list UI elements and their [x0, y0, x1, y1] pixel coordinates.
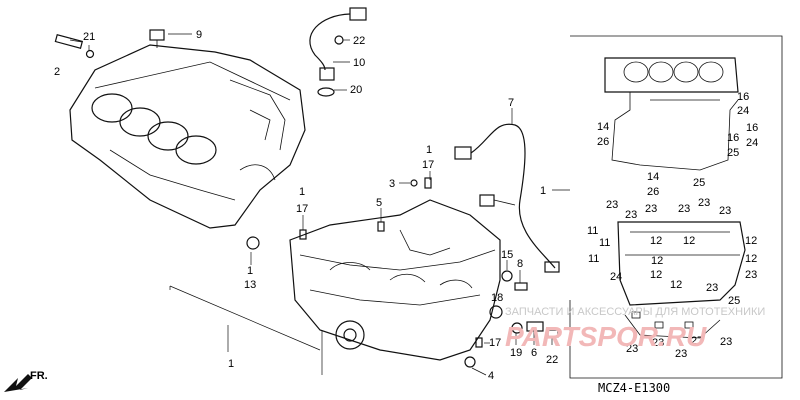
callout: 11: [587, 225, 598, 237]
callout: 17: [296, 203, 308, 215]
watermark-brand: PARTSPOR.RU: [505, 321, 707, 352]
callout: 12: [745, 235, 757, 247]
callout: 23: [626, 343, 638, 355]
callout: 23: [745, 269, 757, 281]
callout: 16: [727, 132, 739, 144]
callout: 21: [83, 31, 95, 43]
callout: 14: [647, 171, 659, 183]
small-parts: [246, 177, 559, 368]
callout: 7: [508, 97, 514, 109]
callout: 23: [652, 337, 664, 349]
wire-harness-7: [454, 123, 560, 273]
callout: 17: [489, 337, 501, 349]
callout: 23: [645, 203, 657, 215]
callout: 25: [727, 147, 739, 159]
callout: 24: [737, 105, 749, 117]
front-arrow-icon: [4, 374, 32, 392]
callout-labels: 2 21 9 22 10 20 7 1 17 3 1 17 5 1 13 1 1…: [54, 29, 758, 382]
callout: 12: [651, 255, 663, 267]
callout: 1: [426, 144, 432, 156]
callout: 27: [691, 335, 703, 347]
callout: 23: [678, 203, 690, 215]
callout: 5: [376, 197, 382, 209]
callout: 26: [597, 136, 609, 148]
callout: 24: [746, 137, 758, 149]
callout: 23: [719, 205, 731, 217]
callout: 15: [501, 249, 513, 261]
sensor-9: [149, 29, 165, 48]
callout: 13: [244, 279, 256, 291]
callout: 12: [670, 279, 682, 291]
tightening-pattern-upper: [604, 57, 739, 171]
callout: 23: [706, 282, 718, 294]
callout: 23: [675, 348, 687, 360]
lower-crankcase: [289, 199, 501, 361]
callout: 1: [540, 185, 546, 197]
callout: 9: [196, 29, 202, 41]
callout: 23: [606, 199, 618, 211]
callout: 12: [650, 235, 662, 247]
upper-crankcase: [69, 44, 306, 229]
front-label: FR.: [30, 370, 48, 382]
callout: 25: [693, 177, 705, 189]
callout: 23: [698, 197, 710, 209]
callout: 16: [737, 91, 749, 103]
callout: 6: [531, 347, 537, 359]
callout: 26: [647, 186, 659, 198]
callout: 14: [597, 121, 609, 133]
callout: 19: [510, 347, 522, 359]
callout: 1: [228, 358, 234, 370]
callout: 11: [588, 253, 599, 265]
callout: 12: [650, 269, 662, 281]
callout: 20: [350, 84, 362, 96]
washer-21: [85, 49, 95, 59]
callout: 22: [353, 35, 365, 47]
watermark-line: ЗАПЧАСТИ И АКСЕССУАРЫ ДЛЯ МОТОТЕХНИКИ: [505, 306, 765, 318]
callout: 10: [353, 57, 365, 69]
callout: 8: [517, 258, 523, 270]
callout: 18: [491, 292, 503, 304]
callout: 16: [746, 122, 758, 134]
callout: 25: [728, 295, 740, 307]
leader-lines: [69, 33, 553, 376]
callout: 23: [625, 209, 637, 221]
inset-box: [569, 35, 783, 379]
callout: 12: [683, 235, 695, 247]
callout: 3: [389, 178, 395, 190]
callout: 2: [54, 66, 60, 78]
callout: 1: [247, 265, 253, 277]
callout: 1: [299, 186, 305, 198]
tightening-pattern-lower: [617, 221, 746, 339]
callout: 23: [720, 336, 732, 348]
callout: 22: [546, 354, 558, 366]
callout: 4: [488, 370, 494, 382]
callout: 24: [610, 271, 622, 283]
diagram-code: MCZ4-E1300: [598, 381, 670, 395]
sensor-assembly-10: [309, 7, 367, 97]
callout: 11: [599, 237, 610, 249]
dowel-pin: [54, 34, 84, 49]
callout: 12: [745, 253, 757, 265]
callout: 17: [422, 159, 434, 171]
